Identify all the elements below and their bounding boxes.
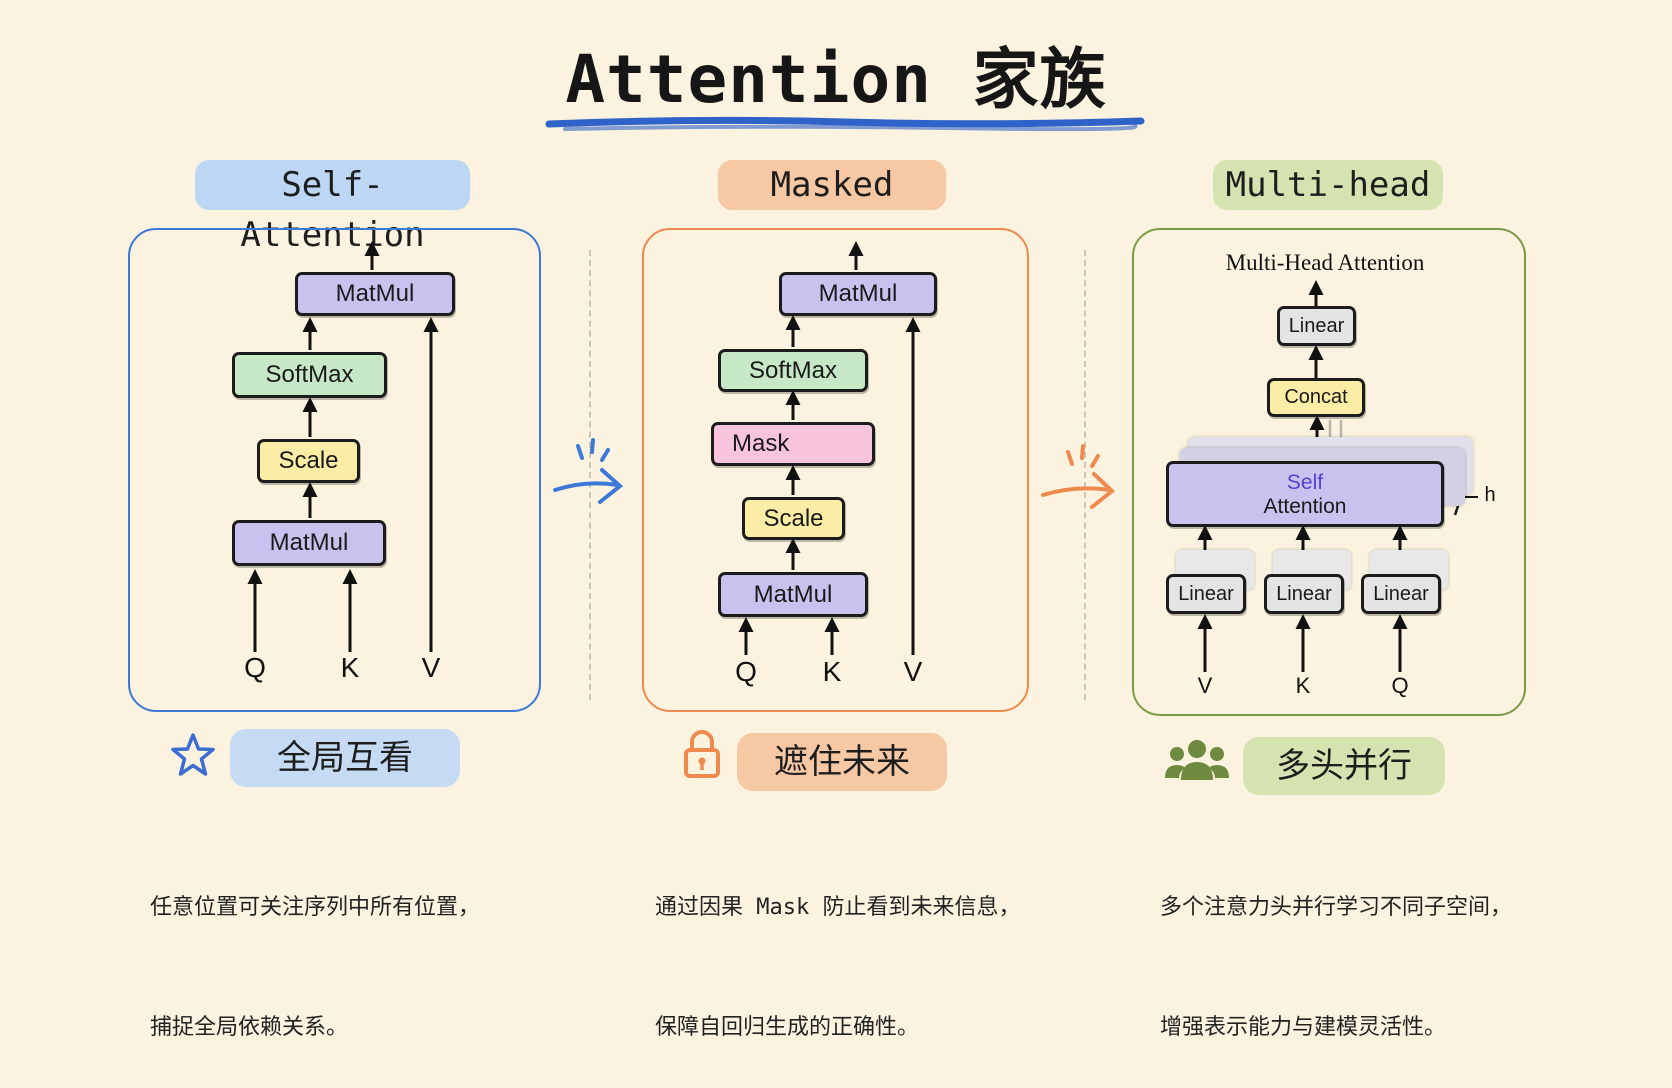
linear-output-node: Linear: [1277, 306, 1356, 346]
tag-multi-head: Multi-head: [1213, 160, 1443, 210]
input-k: K: [1295, 673, 1311, 698]
description-line: 捕捉全局依赖关系。: [150, 1015, 349, 1040]
input-q: Q: [244, 652, 266, 683]
lock-icon: [684, 730, 720, 778]
multi-head-diagram-title: Multi-Head Attention: [1225, 250, 1425, 275]
description-line: 多个注意力头并行学习不同子空间，: [1160, 895, 1513, 920]
mask-node: Mask: [711, 422, 875, 466]
softmax-node: SoftMax: [718, 349, 868, 392]
tag-masked: Masked: [718, 160, 946, 210]
input-q: Q: [1391, 673, 1409, 698]
input-k: K: [340, 652, 360, 683]
head-count-label: h: [1484, 484, 1496, 506]
linear-v-node: Linear: [1166, 574, 1246, 614]
arrow-to-masked: [553, 438, 624, 504]
concat-node: Concat: [1267, 378, 1365, 417]
arrow-to-multi-head: [1041, 444, 1116, 509]
matmul-bottom-node: MatMul: [232, 520, 386, 566]
softmax-node: SoftMax: [232, 352, 387, 398]
panel-multi-head: [1132, 228, 1526, 716]
caption-self-attention: 全局互看: [230, 729, 460, 787]
caption-multi-head: 多头并行: [1243, 737, 1445, 795]
description-self-attention: 任意位置可关注序列中所有位置， 捕捉全局依赖关系。: [150, 808, 480, 1088]
matmul-bottom-node: MatMul: [718, 572, 868, 617]
input-v: V: [903, 656, 923, 687]
separator-left: [589, 250, 591, 700]
diagram-connectors: [247, 241, 1478, 672]
input-v: V: [421, 652, 441, 683]
users-icon: [1165, 740, 1229, 780]
description-line: 保障自回归生成的正确性。: [655, 1015, 920, 1040]
caption-masked: 遮住未来: [737, 733, 947, 791]
self-attention-label-line2: Attention: [1263, 495, 1347, 518]
input-v: V: [1197, 673, 1213, 698]
scale-node: Scale: [257, 439, 360, 483]
star-icon: [171, 733, 215, 776]
description-line: 通过因果 Mask 防止看到未来信息，: [655, 895, 1021, 920]
separator-right: [1084, 250, 1086, 700]
description-line: 任意位置可关注序列中所有位置，: [150, 895, 481, 920]
page-title: Attention 家族: [565, 41, 1107, 118]
linear-q-node: Linear: [1361, 574, 1441, 614]
self-attention-node: Self Attention: [1166, 461, 1444, 527]
tag-self-attention: Self-Attention: [195, 160, 470, 255]
panel-masked: [642, 228, 1029, 712]
input-k: K: [822, 656, 842, 687]
input-q: Q: [735, 656, 757, 687]
title-underline: [545, 116, 1145, 132]
linear-k-node: Linear: [1264, 574, 1344, 614]
matmul-top-node: MatMul: [295, 272, 455, 316]
description-line: 增强表示能力与建模灵活性。: [1160, 1015, 1447, 1040]
description-masked: 通过因果 Mask 防止看到未来信息， 保障自回归生成的正确性。: [655, 808, 1020, 1088]
panel-self-attention: [128, 228, 541, 712]
scale-node: Scale: [742, 497, 845, 540]
self-attention-label-line1: Self: [1286, 471, 1324, 494]
matmul-top-node: MatMul: [779, 272, 937, 316]
description-multi-head: 多个注意力头并行学习不同子空间， 增强表示能力与建模灵活性。: [1160, 808, 1512, 1088]
